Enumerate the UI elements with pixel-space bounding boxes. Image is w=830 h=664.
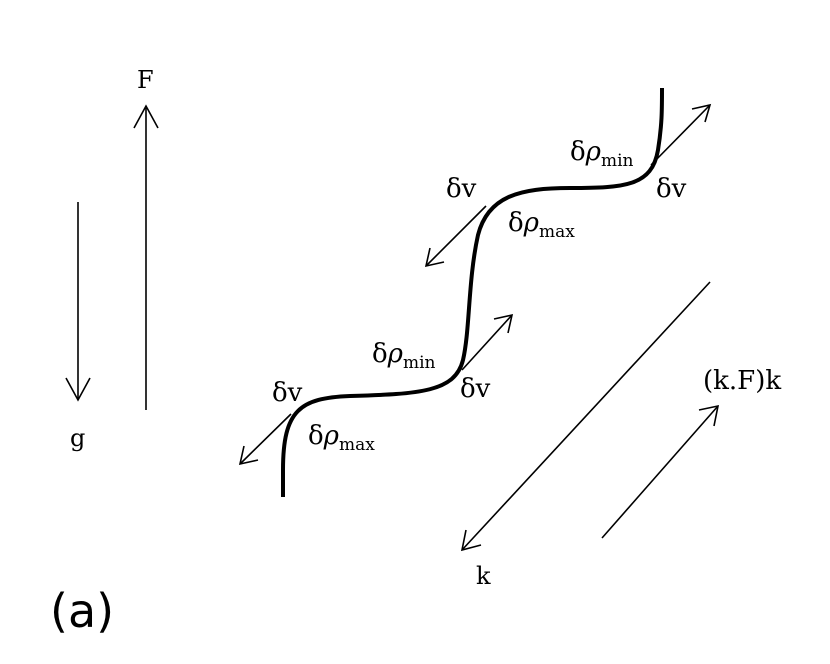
force-arrow-head <box>133 104 159 129</box>
annotation-drho-min-top: δρmin <box>570 137 634 171</box>
velocity-arrow-mid-right <box>461 313 514 371</box>
wavevector-label: k <box>476 562 491 590</box>
force-label: F <box>137 66 154 94</box>
svg-text:δρmax: δρmax <box>508 208 575 242</box>
wavevector-arrow <box>460 281 711 552</box>
panel-label: (a) <box>50 584 114 638</box>
annotation-dv-mid-right: δv <box>460 374 491 404</box>
svg-text:δρmin: δρmin <box>570 137 634 171</box>
velocity-arrow-upper-left <box>424 205 487 268</box>
interface-curve <box>281 87 664 497</box>
annotation-drho-max-upper: δρmax <box>508 208 575 242</box>
annotation-drho-min-middle: δρmin <box>372 339 436 373</box>
gravity-arrow <box>65 202 91 402</box>
annotation-dv-lower-left: δv <box>272 378 303 408</box>
projection-arrow <box>601 404 720 539</box>
annotation-dv-upper-left: δv <box>446 174 477 204</box>
annotation-dv-top-right: δv <box>656 174 687 204</box>
svg-text:δv: δv <box>656 174 687 204</box>
svg-text:δv: δv <box>460 374 491 404</box>
gravity-label: g <box>70 424 85 452</box>
velocity-arrow-lower-left <box>238 413 292 466</box>
force-arrow <box>133 104 159 410</box>
projection-label: (k.F)k <box>703 366 781 396</box>
svg-text:δv: δv <box>446 174 477 204</box>
velocity-arrow-top-right <box>650 103 712 166</box>
svg-text:δρmin: δρmin <box>372 339 436 373</box>
annotation-drho-max-lower: δρmax <box>308 421 375 455</box>
gravity-arrow-head <box>65 377 91 402</box>
svg-text:δv: δv <box>272 378 303 408</box>
svg-text:δρmax: δρmax <box>308 421 375 455</box>
